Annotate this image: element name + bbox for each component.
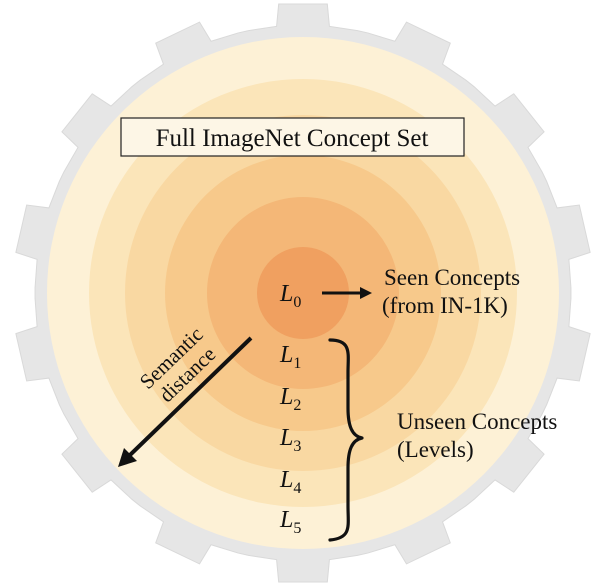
level-1-subscript: 1 [293, 355, 301, 372]
level-3-subscript: 3 [293, 438, 301, 455]
ring-level-0-core [257, 247, 349, 339]
level-0-label: L0 [279, 281, 301, 311]
semantic-distance-arrow [118, 336, 253, 467]
title-frame [120, 117, 465, 157]
seen-concepts-line2: (from IN-1K) [382, 293, 508, 318]
level-0-subscript: 0 [293, 294, 301, 311]
title-box: Full ImageNet Concept Set [120, 117, 465, 157]
unseen-concepts-line2: (Levels) [397, 437, 474, 462]
unseen-levels-brace [328, 338, 364, 542]
level-3-label: L3 [279, 425, 301, 455]
seen-arrow [322, 287, 372, 299]
diagram-title: Full ImageNet Concept Set [156, 125, 429, 152]
level-5-label: L5 [279, 507, 301, 537]
unseen-concepts-line1: Unseen Concepts [397, 409, 557, 434]
level-1-label: L1 [279, 342, 301, 372]
seen-concepts-line1: Seen Concepts [384, 265, 520, 290]
level-4-subscript: 4 [293, 480, 301, 497]
level-5-subscript: 5 [293, 520, 301, 537]
level-2-label: L2 [279, 384, 301, 414]
level-4-label: L4 [279, 467, 301, 497]
level-2-subscript: 2 [293, 397, 301, 414]
